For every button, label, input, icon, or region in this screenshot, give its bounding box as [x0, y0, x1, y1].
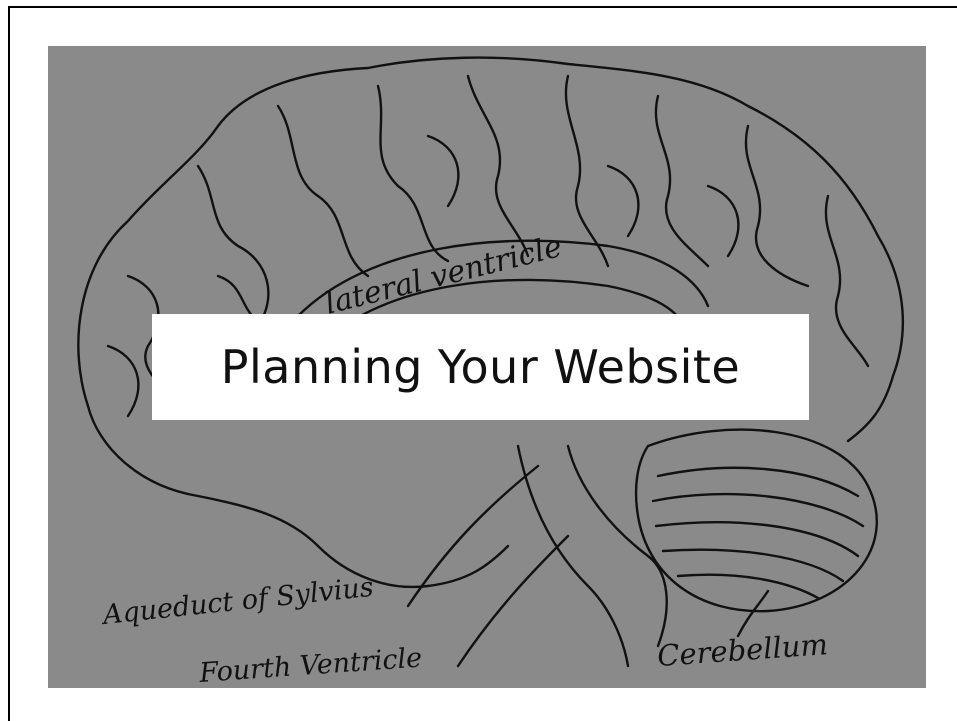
title-box: Planning Your Website: [152, 314, 809, 420]
slide-title: Planning Your Website: [220, 340, 741, 394]
ventricle-upper: [296, 239, 710, 318]
frame-top-rule: [8, 6, 957, 8]
temporal-lobe-outline: [86, 404, 510, 589]
brain-drawing: lateral ventricle Aqueduct of Sylvius Fo…: [77, 56, 904, 688]
cerebellum-outline: [634, 428, 878, 613]
label-aqueduct-of-sylvius: Aqueduct of Sylvius: [99, 572, 375, 632]
frame-left-rule: [8, 6, 10, 721]
label-cerebellum: Cerebellum: [656, 627, 829, 673]
brainstem: [516, 444, 630, 668]
label-fourth-ventricle: Fourth Ventricle: [197, 642, 423, 688]
ventricle-lower: [316, 278, 690, 348]
cerebrum-outline: [77, 56, 904, 443]
